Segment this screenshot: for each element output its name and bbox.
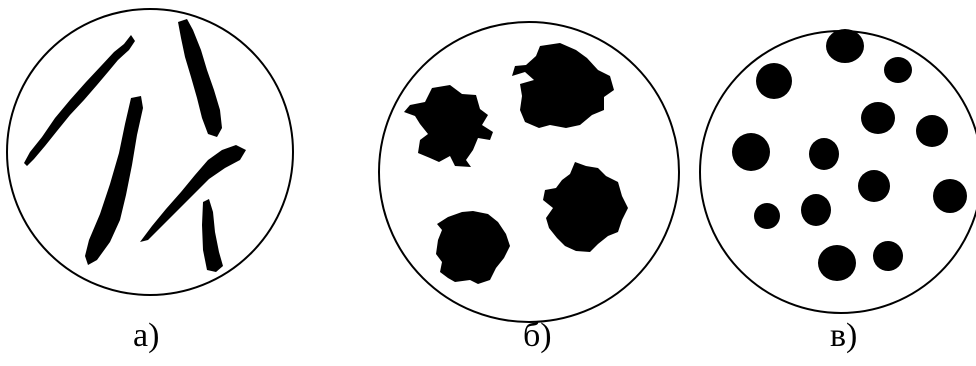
panel-c-label: в)	[830, 317, 858, 354]
panel-a-label: а)	[133, 317, 160, 354]
panel-a	[6, 8, 294, 296]
inclusion-blob-2	[512, 43, 614, 128]
inclusion-blob-4	[543, 162, 628, 252]
inclusion-globule-11	[754, 203, 780, 229]
panel-c	[699, 29, 976, 314]
inclusion-blob-1	[404, 85, 493, 167]
inclusion-globule-8	[858, 170, 890, 202]
inclusion-globule-5	[916, 115, 948, 147]
inclusion-globule-3	[884, 57, 912, 83]
inclusion-globule-10	[801, 194, 831, 226]
inclusion-globule-2	[756, 63, 792, 99]
inclusion-streak-1	[24, 35, 135, 166]
inclusion-streak-3	[85, 96, 143, 265]
inclusion-streak-4	[140, 145, 246, 242]
inclusion-globule-4	[861, 102, 895, 134]
panel-b-label: б)	[523, 317, 552, 354]
inclusion-globule-6	[732, 133, 770, 171]
inclusion-streak-2	[178, 19, 222, 137]
inclusion-blob-3	[436, 211, 510, 284]
inclusion-globule-1	[826, 29, 864, 63]
inclusion-globule-9	[933, 179, 967, 213]
panel-b-circle	[378, 21, 680, 323]
inclusion-globule-7	[809, 138, 839, 170]
panel-a-circle	[6, 8, 294, 296]
inclusion-globule-13	[873, 241, 903, 271]
panel-b	[378, 21, 680, 323]
inclusion-streak-5	[202, 199, 223, 272]
inclusion-globule-12	[818, 245, 856, 281]
